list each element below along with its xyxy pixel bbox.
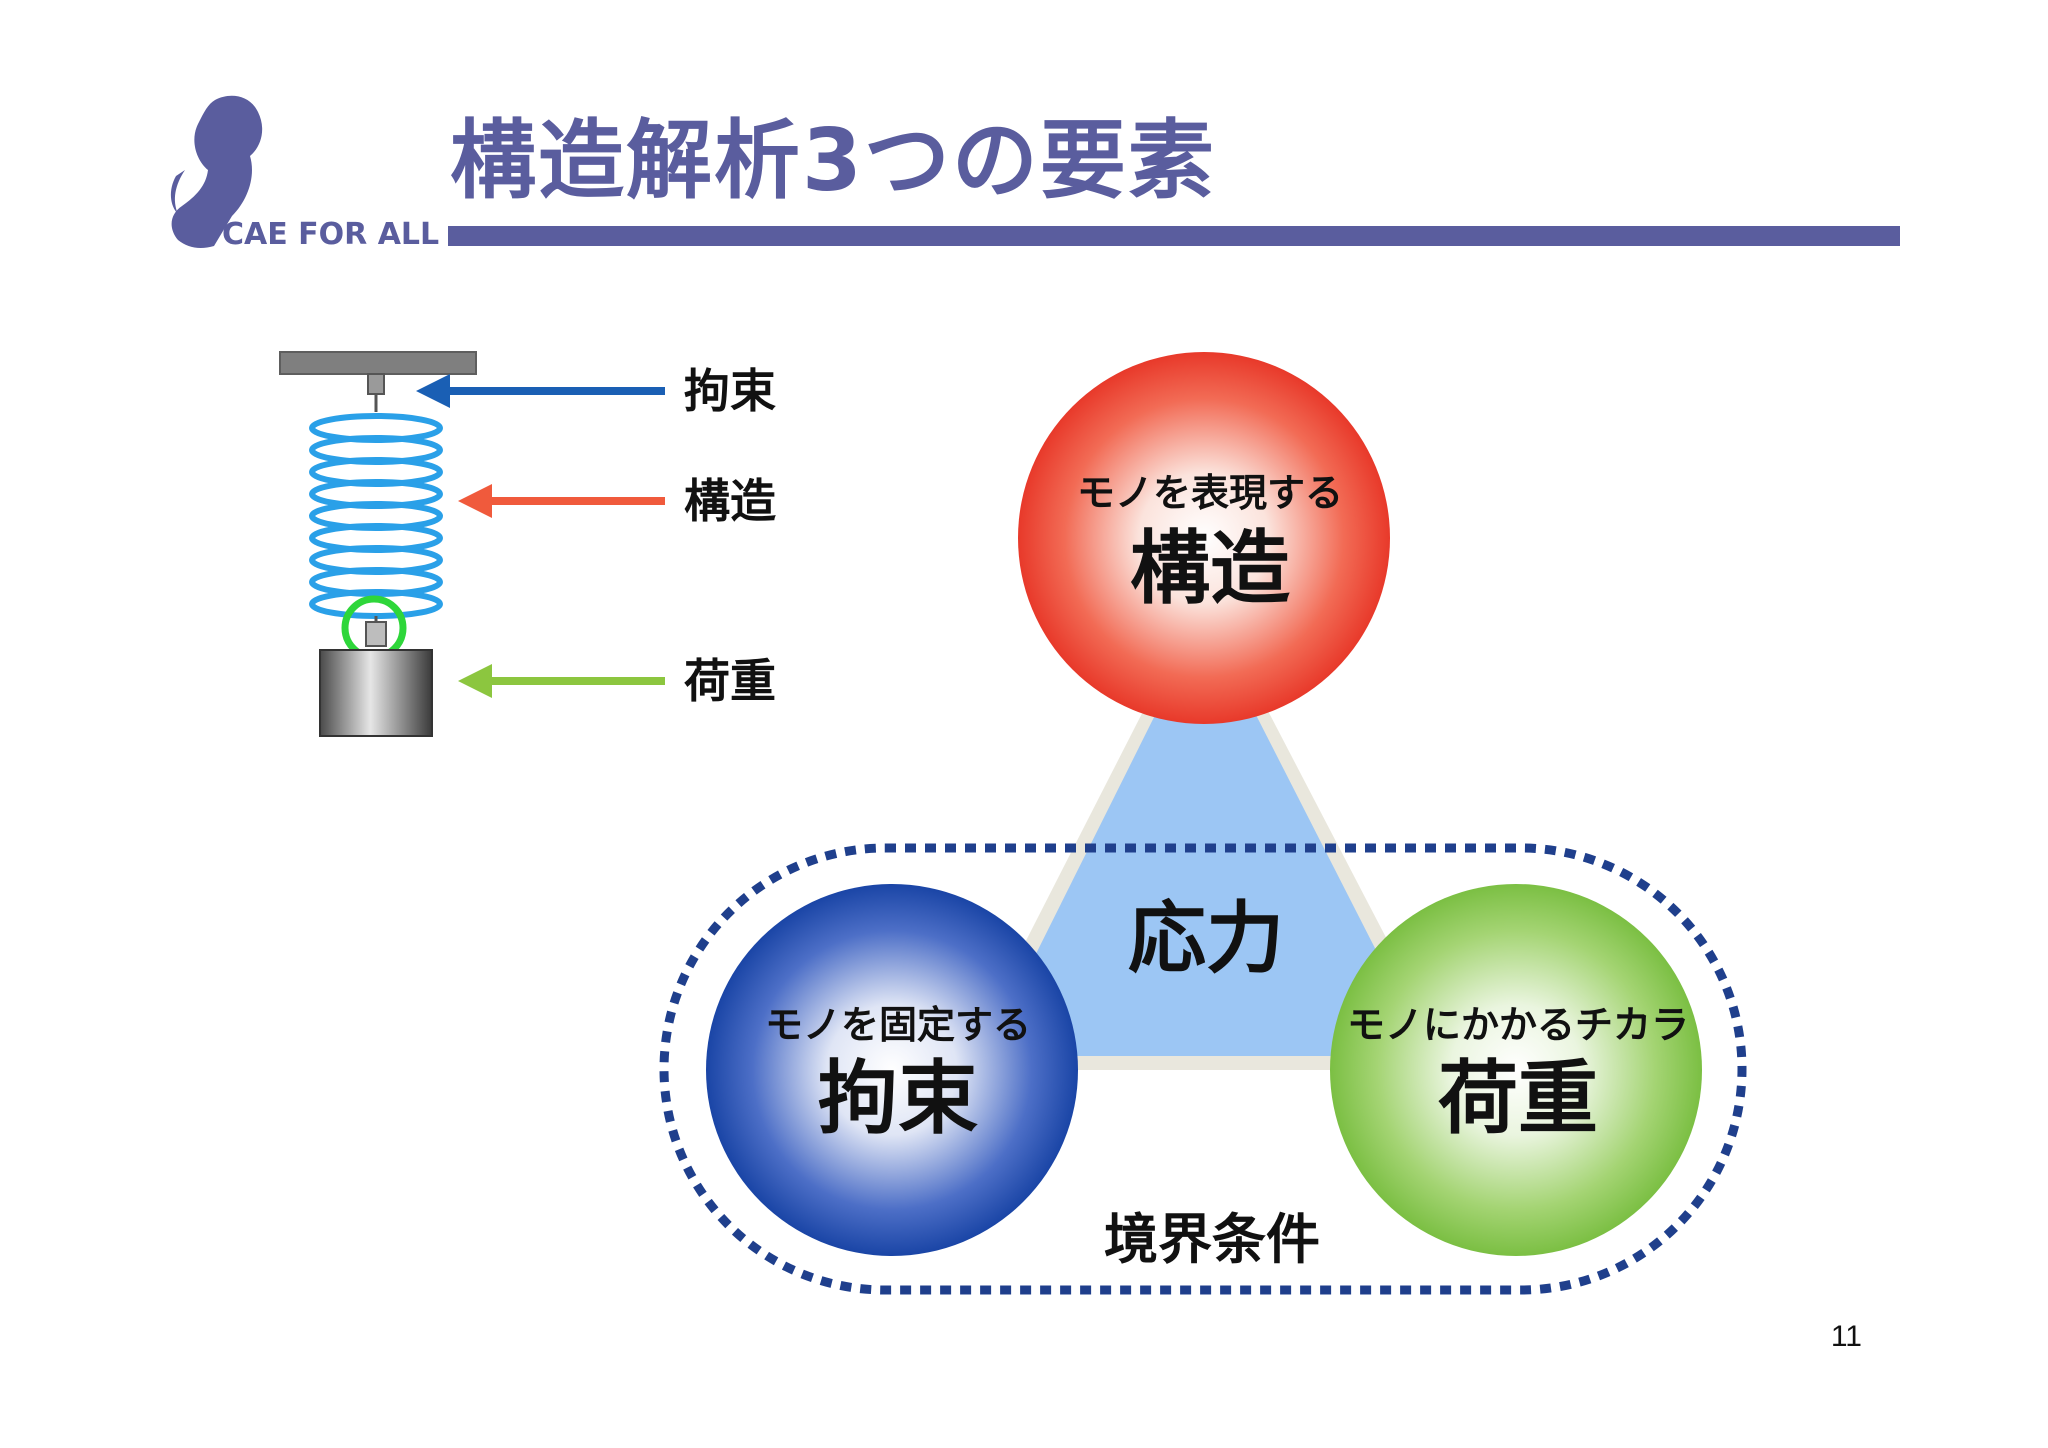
callout-load-label: 荷重 [684,654,776,708]
hook-bottom [365,621,387,647]
arrow-constraint [416,374,665,408]
load-subtitle: モノにかかるチカラ [1347,1003,1689,1047]
ceiling-plate [279,351,477,375]
constraint-circle [706,884,1078,1256]
slide-title: 構造解析3つの要素 [450,111,1216,211]
spring-figure [279,351,477,737]
stress-label: 応力 [1128,894,1284,984]
callout-constraint-label: 拘束 [684,364,776,418]
structure-circle [1018,352,1390,724]
logo-text: CAE FOR ALL [222,217,440,252]
stress-triangle [985,615,1430,1056]
arrow-load [458,664,665,698]
constraint-subtitle: モノを固定する [765,1003,1031,1047]
structure-subtitle: モノを表現する [1077,471,1343,515]
logo-figure-icon [170,95,263,248]
callout-structure-label: 構造 [684,474,776,528]
spring-coil [309,413,443,619]
load-title: 荷重 [1438,1052,1598,1145]
constraint-title: 拘束 [818,1052,978,1145]
load-circle [1330,884,1702,1256]
structure-title: 構造 [1130,522,1290,615]
hook-top [367,373,385,395]
boundary-condition-dashed-border [659,843,1747,1295]
weight-block [319,649,433,737]
arrow-structure [458,484,665,518]
title-underline [448,226,1900,246]
boundary-condition-label: 境界条件 [1104,1208,1320,1271]
page-number: 11 [1830,1320,1862,1353]
